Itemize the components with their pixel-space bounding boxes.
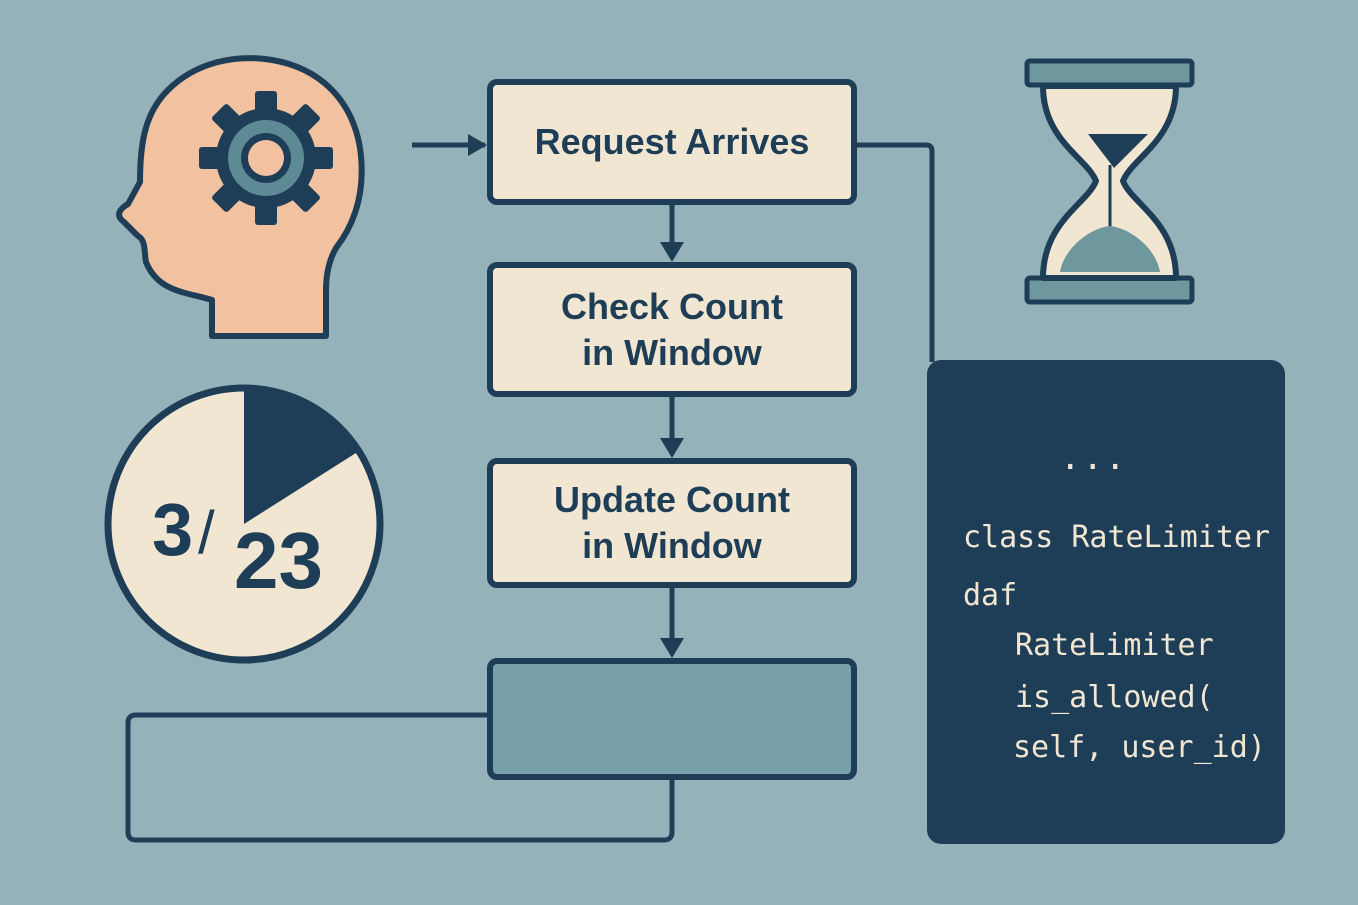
gauge-denominator: 23 [234,516,323,605]
code-line-name: RateLimiter [1015,628,1214,663]
arrowhead-request-to-check [660,242,684,262]
code-line-def: daf [963,578,1018,613]
final-step-box [487,658,857,780]
request-arrives-box: Request Arrives [487,79,857,205]
gauge-slash: / [198,499,215,566]
arrowhead-update-to-final [660,638,684,658]
arrowhead-check-to-update [660,438,684,458]
head-gear-icon [116,55,365,339]
loop-back-rectangle [125,712,675,843]
update-count-box: Update Count in Window [487,458,857,588]
code-ellipsis: ... [1060,438,1128,478]
gear-icon [199,91,333,225]
gauge-numerator: 3 [152,488,194,571]
connector-request-to-code [857,142,935,362]
check-count-box: Check Count in Window [487,262,857,397]
code-line-class: class RateLimiter [963,520,1271,555]
pie-gauge-icon [104,384,384,664]
pie-filled-slice [244,391,357,524]
hourglass-icon [1024,58,1195,305]
code-line-method: is_allowed( [1015,680,1214,715]
code-line-params: self, user_id) [1013,730,1266,765]
arrowhead-head-to-request [468,134,487,156]
code-panel: ... class RateLimiter daf RateLimiter is… [927,360,1285,844]
